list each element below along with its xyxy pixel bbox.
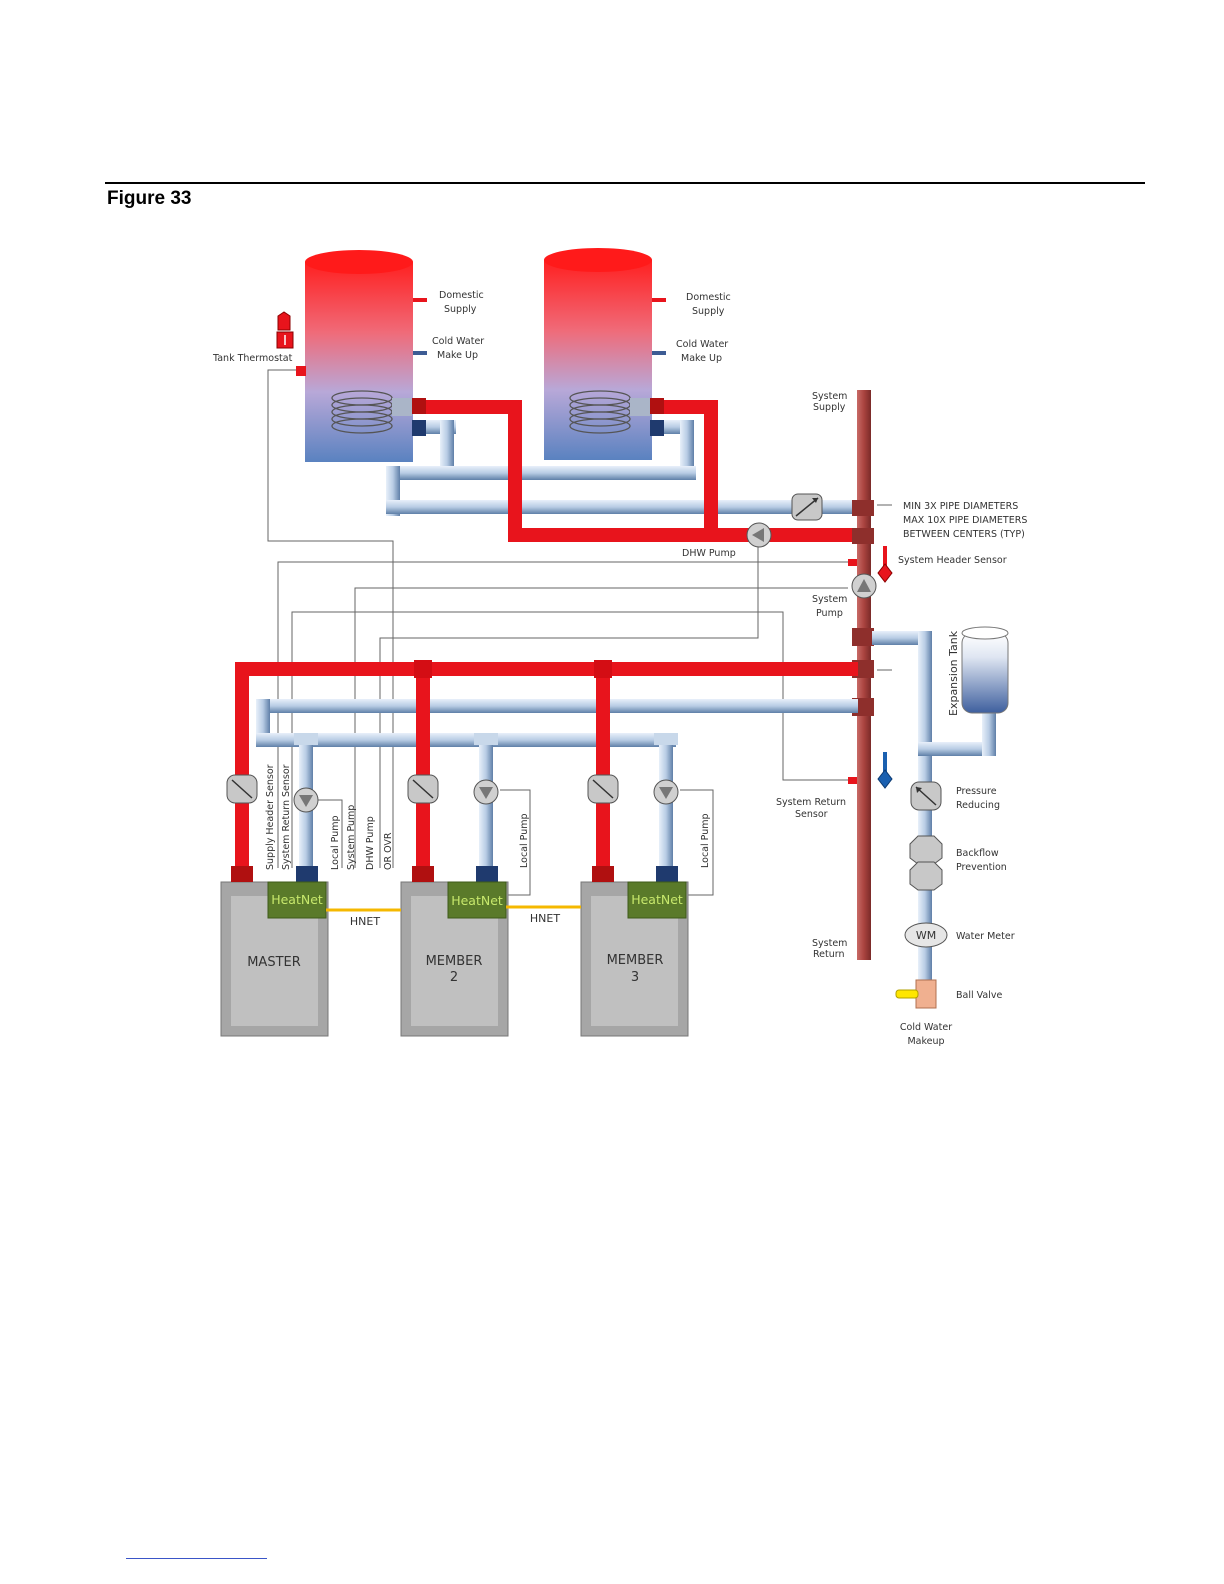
boiler-member-2	[400, 866, 509, 1037]
hnet-wires	[326, 905, 581, 912]
system-pump-label-b: Pump	[816, 608, 843, 619]
system-return-label-b: Return	[813, 949, 845, 960]
ball-valve-label: Ball Valve	[956, 990, 1002, 1001]
local-pump-label-2: Local Pump	[519, 813, 530, 868]
system-pump-icon	[851, 573, 877, 599]
boiler-supply-piping	[235, 660, 858, 867]
boiler-member-3-label-b: 3	[631, 970, 639, 985]
cold-water-makeup-label-1a: Cold Water	[432, 336, 484, 347]
boiler-check-valves	[226, 774, 619, 804]
tank-thermostat-label: Tank Thermostat	[212, 353, 293, 364]
tank-thermostat-icon	[276, 311, 294, 349]
pressure-reducing-label-a: Pressure	[956, 786, 997, 797]
system-return-sensor-icon	[848, 752, 893, 789]
figure-title: Figure 33	[107, 188, 192, 209]
domestic-supply-label-2a: Domestic	[686, 292, 731, 303]
local-pump-icons	[293, 779, 679, 813]
footer-rule	[126, 1558, 267, 1559]
pipe-note-2: MAX 10X PIPE DIAMETERS	[903, 515, 1027, 526]
expansion-tank-piping	[872, 631, 996, 991]
backflow-label-b: Prevention	[956, 862, 1007, 873]
system-return-sensor-label-a: System Return	[776, 797, 846, 808]
backflow-label-a: Backflow	[956, 848, 999, 859]
wire-label-supply-header-sensor: Supply Header Sensor	[265, 764, 276, 870]
tank-1	[296, 250, 427, 462]
header-rule	[105, 182, 1145, 184]
pipe-note-3: BETWEEN CENTERS (TYP)	[903, 529, 1025, 540]
wire-label-or-ovr: OR OVR	[383, 832, 394, 870]
system-header-sensor-icon	[848, 546, 893, 583]
wire-label-local-pump: Local Pump	[330, 815, 341, 870]
water-meter-label: Water Meter	[956, 931, 1015, 942]
hnet-label-2: HNET	[530, 912, 560, 925]
cold-water-makeup-label-2a: Cold Water	[676, 339, 728, 350]
wire-label-system-return-sensor: System Return Sensor	[281, 764, 292, 870]
expansion-tank-icon	[961, 626, 1009, 714]
system-header-sensor-label: System Header Sensor	[898, 555, 1007, 566]
boiler-member-2-label-b: 2	[450, 970, 458, 985]
tank-return-check-valve	[791, 493, 823, 521]
system-pump-label-a: System	[812, 594, 847, 605]
cold-water-makeup-label-2b: Make Up	[681, 353, 722, 364]
wire-label-dhw-pump: DHW Pump	[365, 816, 376, 870]
dhw-pump-icon	[746, 522, 772, 548]
local-pump-label-3: Local Pump	[700, 813, 711, 868]
cold-water-makeup-label-1b: Make Up	[437, 350, 478, 361]
domestic-supply-label-1b: Supply	[444, 304, 477, 315]
hnet-label-1: HNET	[350, 915, 380, 928]
system-supply-label-a: System	[812, 391, 847, 402]
domestic-supply-label-1a: Domestic	[439, 290, 484, 301]
heatnet-label-master: HeatNet	[271, 892, 323, 907]
cold-water-makeup-label-a: Cold Water	[900, 1022, 952, 1033]
expansion-tank-label: Expansion Tank	[947, 630, 960, 716]
boiler-member-2-label-a: MEMBER	[426, 954, 483, 969]
boiler-master-label: MASTER	[247, 955, 301, 970]
boiler-member-3-label-a: MEMBER	[607, 953, 664, 968]
dhw-pump-label: DHW Pump	[682, 548, 736, 559]
pipe-note-1: MIN 3X PIPE DIAMETERS	[903, 501, 1018, 512]
ball-valve-icon	[895, 979, 937, 1009]
domestic-supply-label-2b: Supply	[692, 306, 725, 317]
system-return-label-a: System	[812, 938, 847, 949]
tank-supply-piping	[426, 400, 858, 548]
control-wires	[267, 369, 892, 896]
tank-return-piping	[386, 420, 856, 521]
cold-water-makeup-label-b: Makeup	[907, 1036, 944, 1047]
wm-label: WM	[916, 929, 936, 942]
heatnet-label-member-2: HeatNet	[451, 893, 503, 908]
boiler-master	[220, 866, 329, 1037]
system-return-sensor-label-b: Sensor	[795, 809, 828, 820]
tank-2	[544, 248, 666, 460]
pressure-reducing-valve-icon	[910, 781, 942, 811]
backflow-prevention-icon	[909, 835, 943, 891]
wire-label-system-pump: System Pump	[346, 805, 357, 870]
heatnet-label-member-3: HeatNet	[631, 892, 683, 907]
boiler-member-3	[580, 866, 689, 1037]
system-supply-label-b: Supply	[813, 402, 846, 413]
water-meter-icon	[904, 922, 948, 948]
pressure-reducing-label-b: Reducing	[956, 800, 1000, 811]
